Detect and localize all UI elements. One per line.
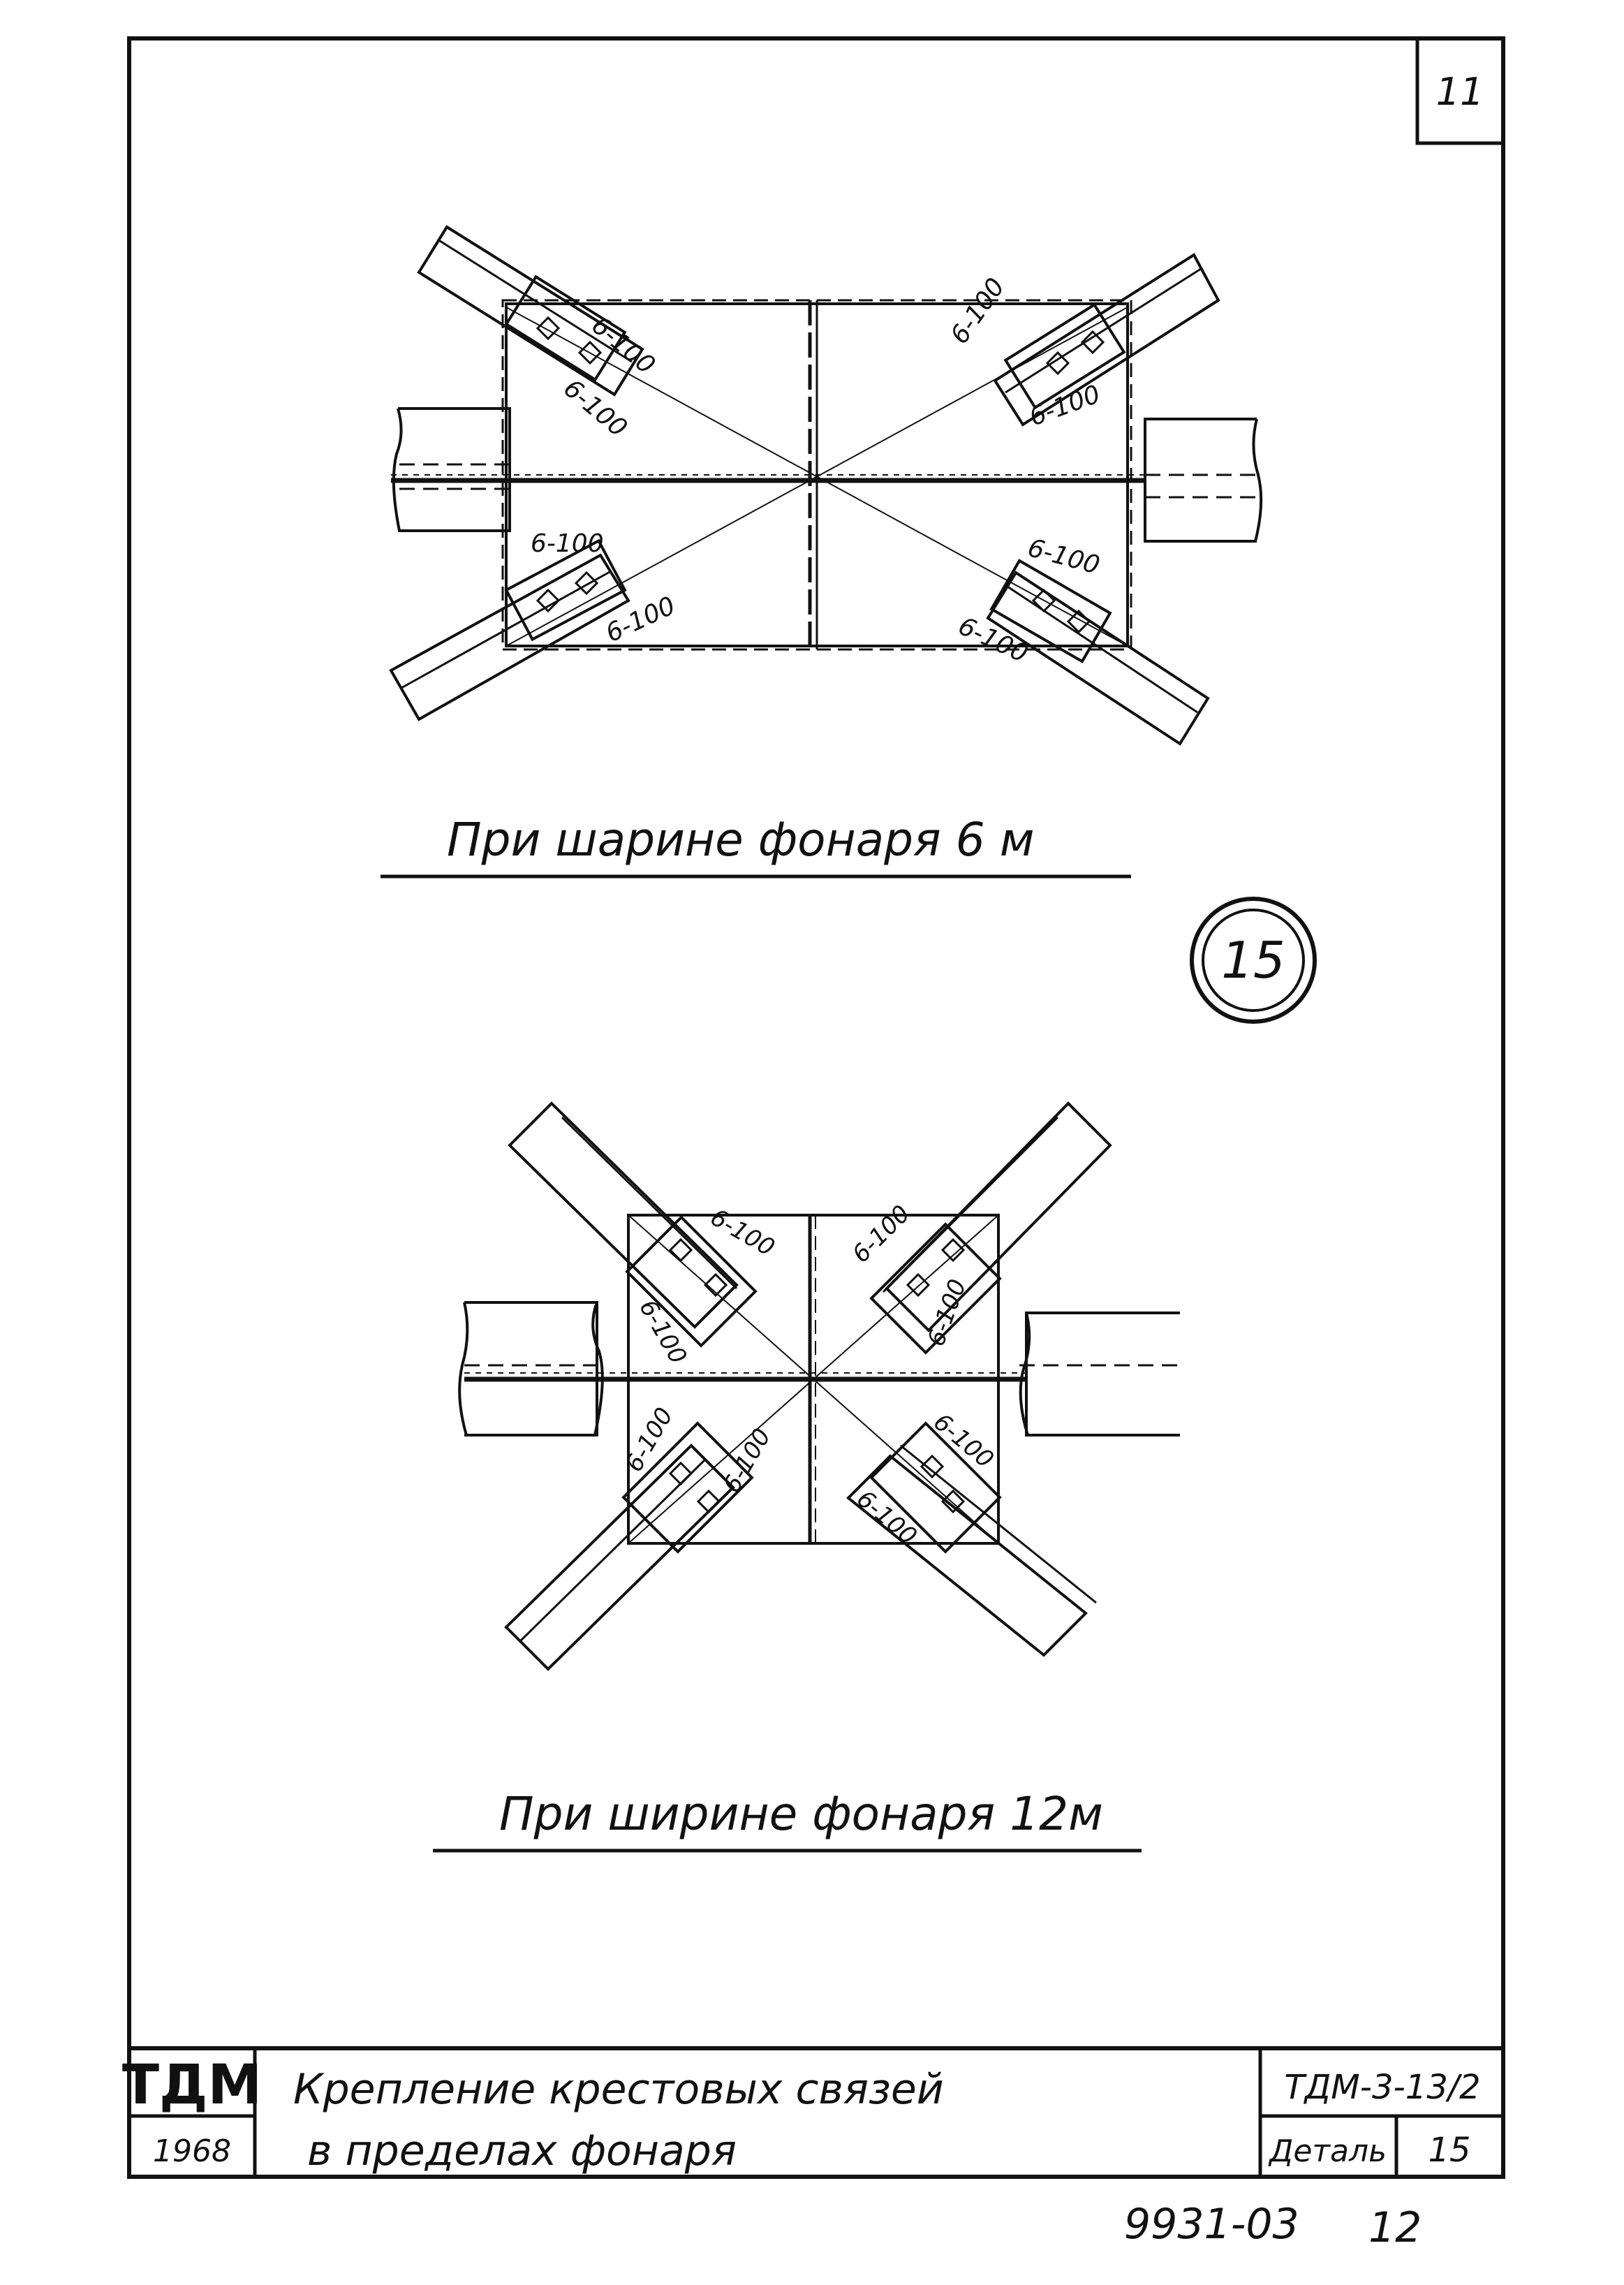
brace-top-right [993,253,1220,427]
side-beam-right [1144,418,1263,543]
weld-label: 6-100 [847,1200,915,1268]
detail-12m: 6-100 6-100 6-100 6-100 6-100 6-100 6-10… [458,1101,1180,1671]
title-line-2: в пределах фонаря [307,2126,737,2175]
side-beam-right [1019,1312,1180,1437]
side-beam-left [392,407,511,532]
weld-label: 6-100 [633,1295,692,1369]
detail-marker-number: 15 [1221,931,1285,990]
side-beam-left [458,1301,604,1437]
caption-6m-text: При шарине фонаря 6 м [447,813,1035,867]
weld-label: 6-100 [531,529,604,558]
caption-12m-text: При ширине фонаря 12м [499,1787,1103,1841]
drawing-code: ТДМ-3-13/2 [1284,2068,1480,2107]
brace-bottom-right [986,559,1210,746]
weld-label: 6-100 [586,311,660,380]
detail-6m: 6-100 6-100 6-100 6-100 6-100 6-100 6-10… [389,225,1263,746]
sheet-number-box: 11 [1415,36,1505,145]
document-number: 9931-03 [1124,2200,1299,2249]
weld-label: 6-100 [718,1424,776,1498]
sheet-number: 11 [1436,70,1484,114]
detail-marker: 15 [1190,897,1317,1024]
title-block: ТДМ 1968 Крепление крестовых связей в пр… [122,2046,1503,2177]
brace-top-left [417,225,644,397]
detail-number: 15 [1428,2131,1470,2170]
weld-label: 6-100 [1025,534,1103,580]
brace-bottom-right [846,1421,1097,1657]
caption-12m: При ширине фонаря 12м [433,1787,1142,1853]
sheet-frame [127,36,1505,2179]
weld-label: 6-100 [945,273,1011,349]
brace-bottom-left [504,1421,754,1671]
title-line-1: Крепление крестовых связей [293,2065,944,2114]
brace-top-left [508,1101,758,1348]
caption-6m: При шарине фонаря 6 м [381,813,1131,879]
org-logo: ТДМ [122,2054,262,2117]
year: 1968 [153,2133,231,2169]
weld-label: 6-100 [601,592,679,648]
brace-bottom-left [389,538,630,721]
page-number: 12 [1368,2203,1422,2252]
detail-label: Деталь [1268,2133,1387,2169]
brace-top-right [869,1101,1112,1355]
